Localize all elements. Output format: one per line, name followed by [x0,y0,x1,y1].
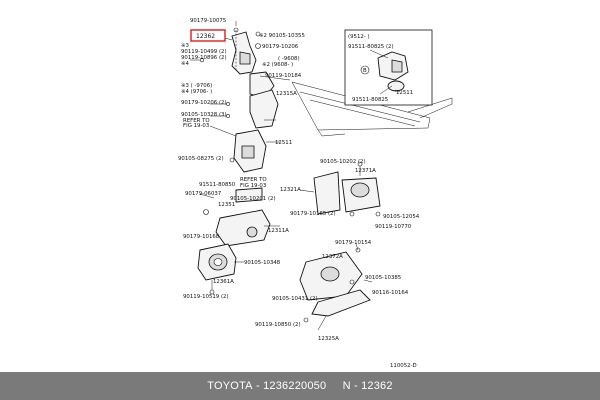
label-refer2b: FIG 19-03 [240,183,266,189]
label-90119-10896: 90119-10896 (2) [181,55,227,61]
label-90116-10164: 90116-10164 [372,290,409,296]
label-refer1a: REFER TO [183,118,210,124]
label-12511: 12511 [275,140,292,146]
label-12311A: 12311A [268,228,289,234]
label-90119-10850: 90119-10850 (2) [255,322,301,328]
engine-mount-bracket-12362 [217,21,291,99]
label-90105-10348: 90105-10348 [244,260,281,266]
label-90119-10770: 90119-10770 [375,224,412,230]
inset-box [344,29,433,106]
label-12325A: 12325A [318,336,339,342]
label-90179-10168: 90179-10168 [183,234,220,240]
footer-brand: TOYOTA [207,380,253,392]
label-90105-10431: 90105-10431 (2) [272,296,318,302]
mount-12311A [199,187,280,247]
label-90105-08275: 90105-08275 (2) [178,156,224,162]
label-12362: 12362 [196,33,215,40]
label-range-9608a: ( -9608) [278,56,300,62]
label-refer2a: REFER TO [240,177,267,183]
footer-separator-1: - [252,380,264,392]
footer-ref: 12362 [361,380,393,392]
mount-12372A [299,243,373,331]
label-mark4a: ※4 [181,61,190,67]
label-12351: 12351 [218,202,235,208]
left-bolts [190,57,230,118]
label-12372A: 12372A [322,254,343,260]
label-9512: (9512- ) [348,34,370,40]
footer-separator-2: N - [326,380,362,392]
label-90119-10519: 90119-10519 (2) [183,294,229,300]
highlight-box-12362 [190,29,226,42]
label-90179-06037: 90179-06037 [185,191,221,197]
footer-bar: TOYOTA - 1236220050 N - 12362 [0,372,600,400]
label-90179-10206: 90179-10206 [262,44,299,50]
label-12321A: 12321A [280,187,301,193]
label-90105-10355: ※2 90105-10355 [259,33,305,39]
label-90105-10201: 90105-10201 (2) [230,196,276,202]
label-circle-b: B [363,68,367,74]
label-mark3b: ※3 ( -9706) [181,83,212,89]
label-mark4b: ※4 (9706- ) [181,89,212,95]
label-12511b: 12511 [396,90,413,96]
label-90179-10206b: 90179-10206 (2) [181,100,227,106]
label-12315A: 12315A [276,91,297,97]
label-90105-10385: 90105-10385 [365,275,401,281]
label-range-9608b: ※2 (9608- ) [262,62,293,68]
stay-and-bracket [209,89,280,173]
insulator-12361A [197,243,244,295]
diagram-code: 110052-D [390,363,417,369]
label-90105-12054: 90105-12054 [383,214,420,220]
label-91511-80850: 91511-80850 [199,182,236,188]
label-mark3a: ※3 [181,43,189,49]
label-90105-10328: 90105-10328 (3) [181,112,227,118]
circle-b-marker [360,65,370,75]
label-refer1b: FIG 19-03 [183,123,209,129]
label-90119-10499: 90119-10499 (2) [181,49,227,55]
label-12371A: 12371A [355,168,376,174]
parts-diagram: 90179-10075 12362 ※2 90105-10355 90179-1… [178,18,453,369]
label-90179-10154: 90179-10154 [335,240,372,246]
label-91511-80825b: 91511-80825 [352,97,388,103]
label-91511-80825a: 91511-80825 (2) [348,44,394,50]
label-90179-10075: 90179-10075 [190,18,226,24]
label-90119-10184: 90119-10184 [265,73,302,79]
label-12361A: 12361A [213,279,234,285]
label-90179-10165: 90179-10165 (2) [290,211,336,217]
mount-12371A [299,161,381,217]
footer-part-number: 1236220050 [263,380,327,392]
label-90105-10202: 90105-10202 (2) [320,159,366,165]
